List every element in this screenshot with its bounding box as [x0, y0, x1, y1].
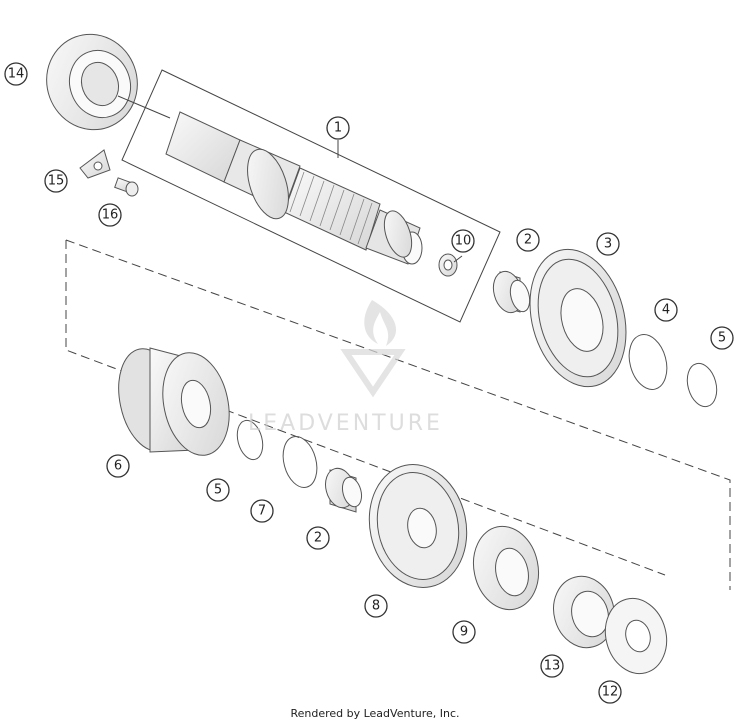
ring-4 — [628, 334, 668, 390]
callout-10-label: 10 — [455, 234, 472, 249]
callout-4-label: 4 — [662, 303, 670, 318]
callout-2-upper-label: 2 — [524, 233, 532, 248]
washer-12 — [604, 597, 668, 675]
leader-14 — [117, 95, 171, 119]
callout-3-label: 3 — [604, 237, 612, 252]
callout-10[interactable]: 10 — [451, 229, 475, 253]
bushing-2-lower — [325, 467, 363, 513]
leader-10 — [453, 255, 463, 263]
callout-6-label: 6 — [114, 459, 122, 474]
callout-16[interactable]: 16 — [98, 203, 122, 227]
callout-16-label: 16 — [102, 208, 119, 223]
callout-13-label: 13 — [544, 659, 561, 674]
needle-bearing-10 — [438, 253, 458, 277]
callout-8-label: 8 — [372, 599, 380, 614]
callout-4[interactable]: 4 — [654, 298, 678, 322]
callout-5-upper[interactable]: 5 — [710, 326, 734, 350]
callout-9-label: 9 — [460, 625, 468, 640]
exploded-view-dashed-boundary — [65, 239, 731, 590]
gear-8 — [368, 464, 468, 588]
callout-2-lower-label: 2 — [314, 531, 322, 546]
footer-credit: Rendered by LeadVenture, Inc. — [290, 707, 460, 720]
callout-15[interactable]: 15 — [44, 169, 68, 193]
callout-12-label: 12 — [602, 685, 619, 700]
callout-9[interactable]: 9 — [452, 620, 476, 644]
gear-6 — [118, 347, 230, 456]
callout-12[interactable]: 12 — [598, 680, 622, 704]
leadventure-watermark: LEADVENTURE — [248, 300, 443, 436]
watermark-text: LEADVENTURE — [248, 411, 443, 436]
callout-3[interactable]: 3 — [596, 232, 620, 256]
bearing-14 — [46, 33, 138, 131]
callout-14-label: 14 — [8, 67, 25, 82]
callout-15-label: 15 — [48, 174, 65, 189]
callout-14[interactable]: 14 — [4, 62, 28, 86]
callout-1[interactable]: 1 — [326, 116, 350, 140]
gear-9 — [473, 525, 539, 611]
callout-7[interactable]: 7 — [250, 499, 274, 523]
bearing-13 — [553, 575, 615, 649]
bushing-2-upper — [492, 270, 531, 314]
splined-ring-7 — [282, 436, 318, 488]
gear-3 — [529, 248, 627, 388]
callout-7-label: 7 — [258, 504, 266, 519]
callout-1-label: 1 — [334, 121, 342, 136]
callout-5-lower[interactable]: 5 — [206, 478, 230, 502]
shaft-assembly-frame — [121, 69, 501, 323]
clip-5-lower — [236, 419, 264, 461]
bolt-16 — [114, 177, 139, 197]
clip-5-upper — [686, 362, 718, 408]
bracket-15 — [79, 149, 111, 179]
callout-13[interactable]: 13 — [540, 654, 564, 678]
callout-5-lower-label: 5 — [214, 483, 222, 498]
callout-2-lower[interactable]: 2 — [306, 526, 330, 550]
callout-2-upper[interactable]: 2 — [516, 228, 540, 252]
main-shaft-1 — [165, 111, 423, 265]
callout-6[interactable]: 6 — [106, 454, 130, 478]
callout-5-upper-label: 5 — [718, 331, 726, 346]
callout-8[interactable]: 8 — [364, 594, 388, 618]
